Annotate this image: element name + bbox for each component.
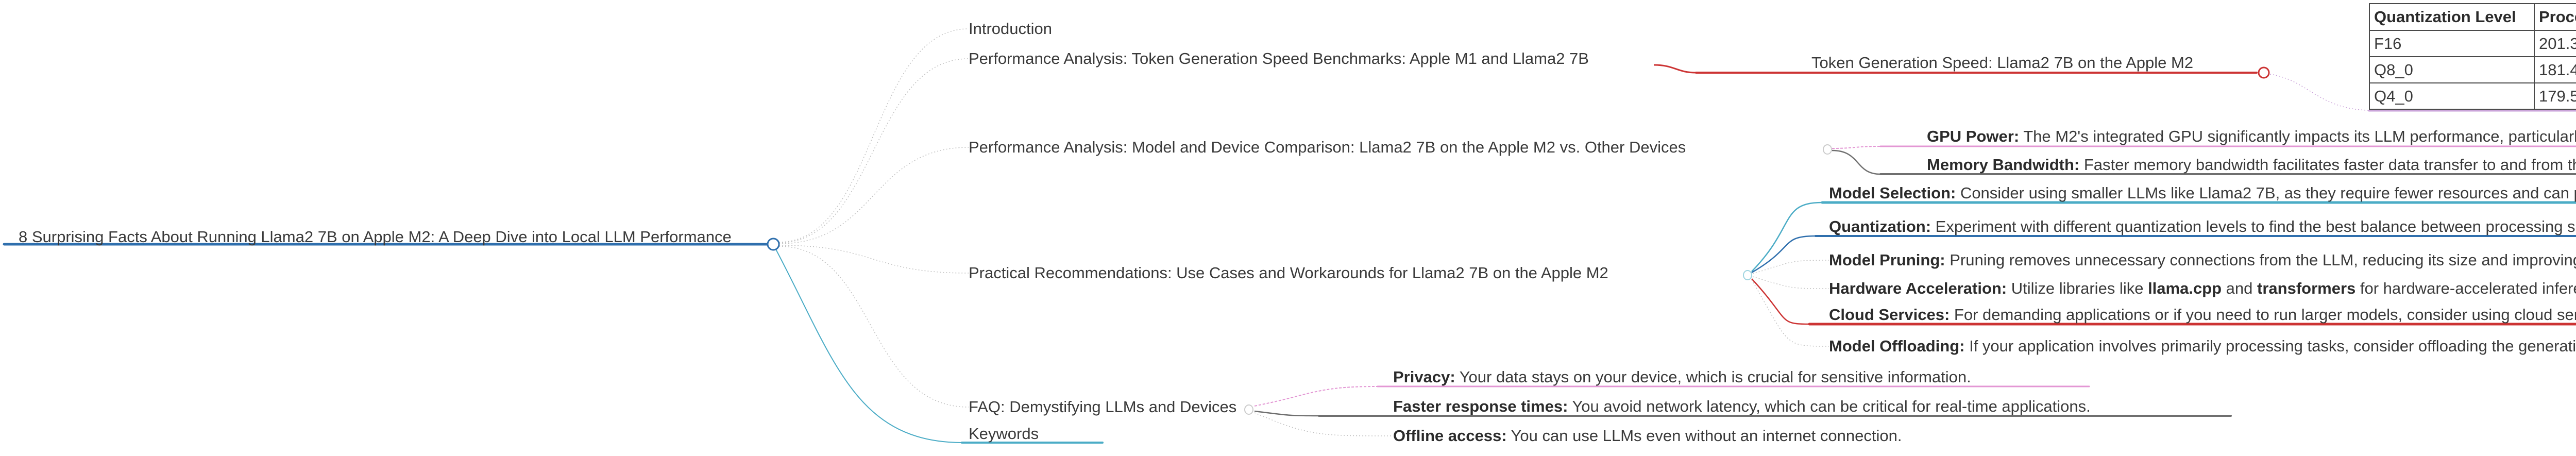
faq-junction-circle[interactable]	[1244, 404, 1253, 415]
node-text-segment: GPU Power:	[1927, 127, 2020, 145]
node-introduction: Introduction	[969, 20, 1052, 38]
token-gen-toggle-circle[interactable]	[2258, 66, 2270, 79]
node-hardware-acceleration: Hardware Acceleration: Utilize libraries…	[1829, 279, 2576, 298]
node-text-segment: Practical Recommendations: Use Cases and…	[969, 264, 1608, 282]
node-memory-bandwidth: Memory Bandwidth: Faster memory bandwidt…	[1927, 156, 2576, 174]
node-text-segment: Memory Bandwidth:	[1927, 156, 2080, 174]
node-text-segment: For demanding applications or if you nee…	[1954, 306, 2576, 324]
benchmark-table-body: F16201.346.72Q8_0181.412.21Q4_0179.5721.…	[2369, 30, 2576, 110]
node-text-segment: You avoid network latency, which can be …	[1568, 397, 2091, 415]
node-perf-model-device: Performance Analysis: Model and Device C…	[969, 138, 1686, 157]
node-offline-access: Offline access: You can use LLMs even wi…	[1393, 427, 1902, 445]
node-quantization: Quantization: Experiment with different …	[1829, 217, 2576, 236]
node-faster-response-times: Faster response times: You avoid network…	[1393, 397, 2091, 416]
link-root-introduction	[778, 28, 969, 243]
link-root-practical	[778, 245, 969, 274]
node-text-segment: Quantization:	[1829, 217, 1931, 235]
node-text-segment: The M2's integrated GPU significantly im…	[2023, 127, 2576, 145]
link-faq-offline	[1254, 412, 1394, 436]
node-text-segment: Your data stays on your device, which is…	[1455, 368, 1971, 386]
link-root-perf-token	[778, 58, 969, 243]
node-text-segment: 8 Surprising Facts About Running Llama2 …	[19, 228, 732, 246]
node-text-segment: FAQ: Demystifying LLMs and Devices	[969, 398, 1237, 416]
link-perf-token-token-gen	[1653, 64, 1697, 74]
link-practical-quantization	[1751, 235, 1816, 274]
benchmark-table-head: Quantization LevelProcessing Speed (Toke…	[2369, 3, 2576, 31]
link-practical-model-pruning	[1752, 260, 1829, 274]
link-root-faq	[778, 246, 969, 408]
node-keywords: Keywords	[969, 425, 1039, 443]
node-text-segment: llama.cpp	[2148, 279, 2222, 297]
node-text-segment: Hardware Acceleration:	[1829, 279, 2007, 297]
link-practical-offloading	[1751, 279, 1829, 347]
node-text-segment: Cloud Services:	[1829, 306, 1950, 324]
link-practical-cloud	[1751, 278, 1810, 325]
node-cloud-services: Cloud Services: For demanding applicatio…	[1829, 306, 2576, 324]
practical-junction-circle[interactable]	[1743, 270, 1752, 280]
node-text-segment: Offline access:	[1393, 427, 1507, 445]
node-text-segment: You can use LLMs even without an interne…	[1506, 427, 1902, 445]
table-cell: 201.34	[2534, 30, 2576, 57]
node-faq: FAQ: Demystifying LLMs and Devices	[969, 398, 1236, 416]
node-model-selection: Model Selection: Consider using smaller …	[1829, 184, 2576, 202]
node-privacy: Privacy: Your data stays on your device,…	[1393, 368, 1971, 386]
table-cell: 181.4	[2534, 56, 2576, 83]
node-model-offloading: Model Offloading: If your application in…	[1829, 337, 2576, 356]
link-perf-model-gpu	[1832, 146, 1881, 149]
link-root-keywords	[775, 249, 962, 443]
node-text-segment: Performance Analysis: Token Generation S…	[969, 49, 1589, 67]
node-text-segment: for hardware-accelerated inference on th…	[2360, 279, 2576, 297]
link-perf-model-memory	[1832, 149, 1881, 175]
link-root-perf-model	[778, 147, 969, 244]
link-practical-hardware	[1752, 276, 1829, 289]
node-text-segment: Model Selection:	[1829, 184, 1956, 202]
node-text-segment: Keywords	[969, 425, 1039, 443]
benchmark-table: Quantization LevelProcessing Speed (Toke…	[2369, 3, 2576, 110]
node-practical-recommendations: Practical Recommendations: Use Cases and…	[969, 264, 1608, 282]
node-token-generation-speed: Token Generation Speed: Llama2 7B on the…	[1811, 54, 2193, 72]
node-model-pruning: Model Pruning: Pruning removes unnecessa…	[1829, 251, 2576, 269]
node-text-segment: Model Offloading:	[1829, 337, 1965, 355]
node-text-segment: transformers	[2257, 279, 2356, 297]
node-text-segment: Performance Analysis: Model and Device C…	[969, 138, 1686, 156]
node-text-segment: Introduction	[969, 20, 1052, 38]
root-toggle-circle[interactable]	[767, 238, 780, 251]
root-node-label: 8 Surprising Facts About Running Llama2 …	[19, 228, 732, 246]
node-perf-token-benchmarks: Performance Analysis: Token Generation S…	[969, 49, 1589, 68]
table-header-cell: Processing Speed (Tokens/second)	[2534, 3, 2576, 31]
table-cell: F16	[2369, 30, 2535, 57]
node-text-segment: If your application involves primarily p…	[1969, 337, 2576, 355]
node-text-segment: Utilize libraries like	[2007, 279, 2148, 297]
node-text-segment: Pruning removes unnecessary connections …	[1950, 251, 2576, 269]
link-faq-privacy	[1254, 386, 1378, 407]
perf-model-junction-circle[interactable]	[1823, 144, 1832, 155]
node-text-segment: Token Generation Speed: Llama2 7B on the…	[1811, 54, 2194, 72]
node-text-segment: Consider using smaller LLMs like Llama2 …	[1960, 184, 2576, 202]
table-header-cell: Quantization Level	[2369, 3, 2535, 31]
table-cell: 179.57	[2534, 82, 2576, 110]
link-faq-faster	[1254, 410, 1319, 417]
node-text-segment: Faster memory bandwidth facilitates fast…	[2083, 156, 2576, 174]
link-practical-model-selection	[1751, 201, 1823, 272]
node-text-segment: Experiment with different quantization l…	[1935, 217, 2576, 235]
node-text-segment: Privacy:	[1393, 368, 1455, 386]
node-text-segment: Faster response times:	[1393, 397, 1568, 415]
node-text-segment: and	[2222, 279, 2258, 297]
node-text-segment: Model Pruning:	[1829, 251, 1945, 269]
node-gpu-power: GPU Power: The M2's integrated GPU signi…	[1927, 127, 2576, 146]
table-cell: Q4_0	[2369, 82, 2535, 110]
table-header-row: Quantization LevelProcessing Speed (Toke…	[2369, 3, 2576, 31]
table-cell: Q8_0	[2369, 56, 2535, 83]
link-token-gen-table	[2269, 74, 2369, 111]
